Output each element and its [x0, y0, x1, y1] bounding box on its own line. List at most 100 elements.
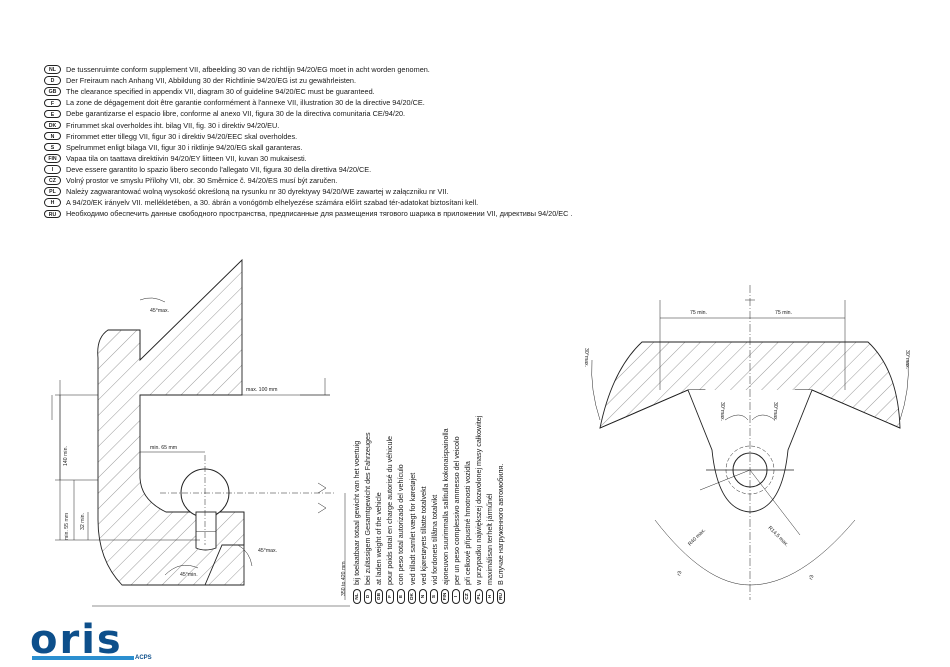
vertical-note-text: vid fordonets tillåtna totalvikt [429, 494, 439, 585]
requirement-text: Frirummet skal overholdes iht. bilag VII… [66, 120, 280, 130]
front-angle-outer-right: 30°max. [904, 350, 910, 369]
logo-underline [32, 656, 150, 660]
requirement-row: NL De tussenruimte conform supplement VII… [44, 64, 744, 75]
language-code-badge: D [44, 76, 61, 85]
language-code-badge: E [396, 589, 405, 604]
requirement-text: Deve essere garantito lo spazio libero s… [66, 164, 372, 174]
side-view-labels: 45°max. max. 100 mm min. 65 mm 140 min. … [63, 308, 347, 596]
side-angle-bottom: 45°min. [180, 572, 198, 578]
vertical-note-text: při celkové přípustné hmotnosti vozidla [462, 461, 472, 585]
side-height-140: 140 min. [63, 446, 69, 466]
logo-subtitle: ACPS [134, 655, 153, 661]
front-width-left: 75 min. [690, 310, 707, 316]
front-radius-r40: R40 max. [687, 527, 707, 547]
requirement-text: Volný prostor ve smyslu Přílohy VII, obr… [66, 175, 338, 185]
side-max-dim: max. 100 mm [246, 387, 277, 393]
requirement-row: E Debe garantizarse el espacio libre, con… [44, 108, 744, 119]
requirement-row: CZ Volný prostor ve smyslu Přílohy VII, o… [44, 175, 744, 186]
front-radius-label-right: r3 [808, 574, 815, 580]
side-min-65: min. 65 mm [150, 445, 177, 451]
vertical-note-text: con peso total autorizado del vehículo [396, 464, 406, 585]
front-angle-outer-left: 30°max. [583, 348, 589, 367]
requirement-row: F La zone de dégagement doit être garanti… [44, 97, 744, 108]
vertical-note-text: ajoneuvon suurimmalla sallitulla kokonai… [440, 428, 450, 585]
side-min-55: min. 55 mm [64, 513, 70, 540]
language-code-badge: N [419, 589, 428, 604]
front-radius-r14: R14,5 max. [767, 525, 790, 548]
vertical-note-row: FIN ajoneuvon suurimmalla sallitulla koko… [440, 384, 451, 604]
language-code-badge: N [44, 131, 61, 141]
requirement-row: PL Należy zagwarantować wolną wysokość ok… [44, 186, 744, 197]
language-code-badge: PL [44, 187, 61, 196]
language-code-badge: H [44, 198, 61, 207]
language-code-badge: NL [352, 589, 361, 604]
requirements-list: NL De tussenruimte conform supplement VII… [44, 64, 744, 219]
side-view-clearance-body [97, 258, 245, 586]
language-code-badge: RU [496, 589, 505, 604]
language-code-badge: S [430, 589, 439, 604]
language-code-badge: I [452, 589, 461, 604]
front-angle-inner-left: 30°max. [719, 402, 725, 421]
language-code-badge: FIN [44, 154, 61, 163]
language-code-badge: FIN [441, 589, 450, 604]
requirement-row: RU Необходимо обеспечить данные свободног… [44, 208, 744, 219]
language-code-badge: RU [44, 209, 61, 219]
side-dim-32: 32 min. [80, 513, 86, 530]
side-angle-top: 45°max. [150, 308, 169, 314]
side-angle-right: 45°max. [258, 548, 277, 554]
front-angle-inner-right: 30°max. [772, 402, 778, 421]
vertical-note-text: at laden weight of the vehicle [374, 492, 384, 585]
vertical-note-text: w przypadku największej dozwolonej masy … [474, 415, 484, 585]
language-code-badge: S [44, 142, 61, 152]
requirement-text: Необходимо обеспечить данные свободного … [66, 209, 573, 219]
language-code-badge: D [363, 589, 372, 604]
language-code-badge: CZ [44, 176, 61, 185]
vertical-note-text: ved kjøretøyets tillatte totalvekt [418, 486, 428, 585]
front-radius-label-left: r3 [676, 570, 683, 576]
requirement-row: D Der Freiraum nach Anhang VII, Abbildung… [44, 75, 744, 86]
language-code-badge: F [385, 589, 394, 604]
vertical-notes: NL bij toelaatbaar totaal gewicht van het… [351, 384, 506, 604]
front-view-drawing [591, 285, 909, 600]
vertical-note-text: pour poids total en charge autorisé du v… [385, 435, 395, 585]
front-width-right: 75 min. [775, 310, 792, 316]
requirement-text: The clearance specified in appendix VII,… [66, 87, 375, 97]
oris-logo: oris ACPS [30, 617, 153, 663]
language-code-badge: NL [44, 65, 61, 74]
requirement-text: De tussenruimte conform supplement VII, … [66, 65, 430, 75]
side-view-drawing [51, 258, 350, 607]
requirement-text: Der Freiraum nach Anhang VII, Abbildung … [66, 76, 357, 86]
language-code-badge: PL [474, 589, 483, 604]
requirement-row: I Deve essere garantito lo spazio libero … [44, 164, 744, 175]
vertical-note-text: bij toelaatbaar totaal gewicht van het v… [352, 440, 362, 585]
logo-wordmark: oris [30, 617, 123, 663]
requirement-text: La zone de dégagement doit être garantie… [66, 98, 425, 108]
requirement-text: Należy zagwarantować wolną wysokość okre… [66, 187, 449, 197]
vertical-note-row: CZ při celkové přípustné hmotnosti vozidl… [462, 384, 473, 604]
vertical-note-row: NL bij toelaatbaar totaal gewicht van het… [351, 384, 362, 604]
side-height-range: 350 to 420 mm [341, 561, 347, 596]
vertical-note-row: PL w przypadku największej dozwolonej mas… [473, 384, 484, 604]
language-code-badge: E [44, 109, 61, 119]
language-code-badge: F [44, 98, 61, 108]
language-code-badge: CZ [463, 589, 472, 604]
language-code-badge: I [44, 165, 61, 174]
requirement-text: Debe garantizarse el espacio libre, conf… [66, 109, 406, 119]
